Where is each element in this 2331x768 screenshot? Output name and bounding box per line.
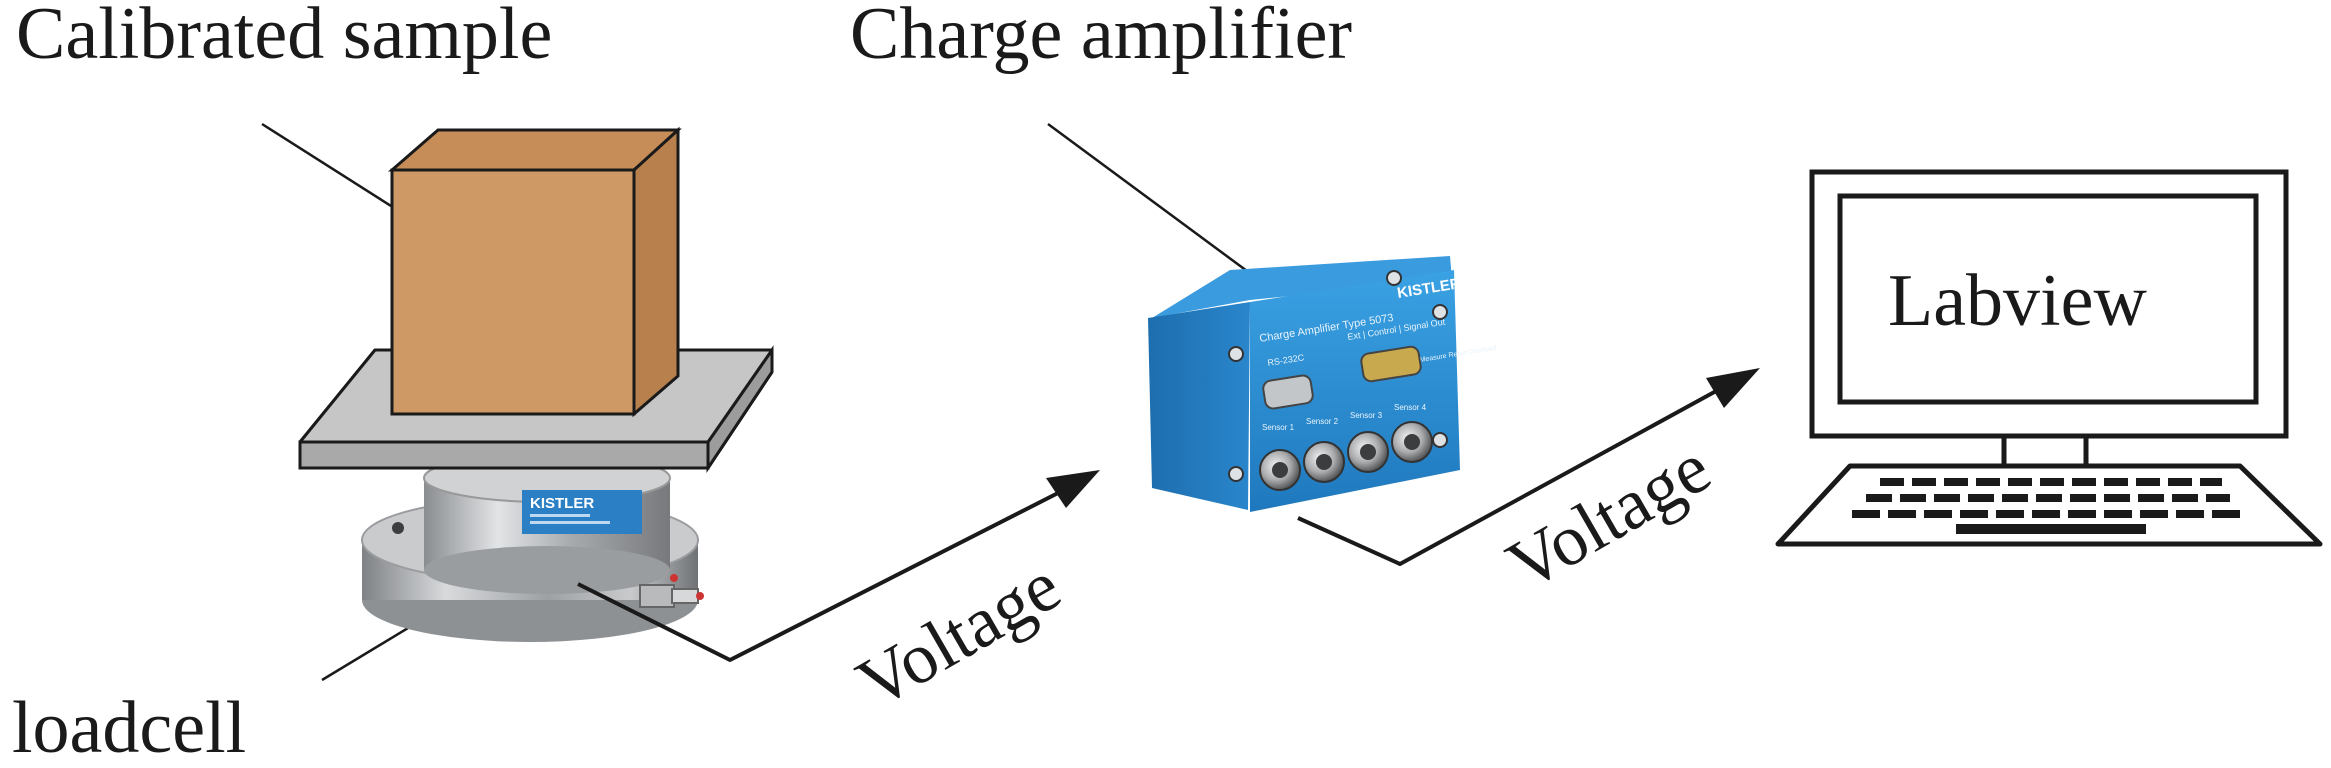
voltage-label-2: Voltage	[1494, 427, 1723, 606]
computer-icon	[1775, 169, 2323, 547]
loadcell-image: KISTLER	[361, 453, 704, 642]
voltage-label-1: Voltage	[844, 545, 1073, 724]
sensor-3-label: Sensor 3	[1350, 411, 1383, 420]
charge-amplifier-image: KISTLER Charge Amplifier Type 5073 Ext |…	[1148, 256, 1497, 512]
sensor-2-label: Sensor 2	[1306, 417, 1339, 426]
loadcell-leader-line	[321, 620, 419, 682]
loadcell-label: loadcell	[12, 687, 246, 768]
amplifier-leader-line	[1047, 122, 1271, 290]
sensor-4-label: Sensor 4	[1394, 403, 1427, 412]
calibrated-sample-label: Calibrated sample	[16, 0, 552, 75]
voltage-arrow-1	[577, 470, 1100, 662]
loadcell-brand-text: KISTLER	[530, 495, 594, 512]
labview-screen-label: Labview	[1888, 260, 2147, 342]
voltage-arrow-2	[1297, 368, 1760, 566]
charge-amplifier-label: Charge amplifier	[850, 0, 1352, 75]
calibrated-sample-box	[387, 126, 682, 418]
sensor-1-label: Sensor 1	[1262, 423, 1295, 432]
